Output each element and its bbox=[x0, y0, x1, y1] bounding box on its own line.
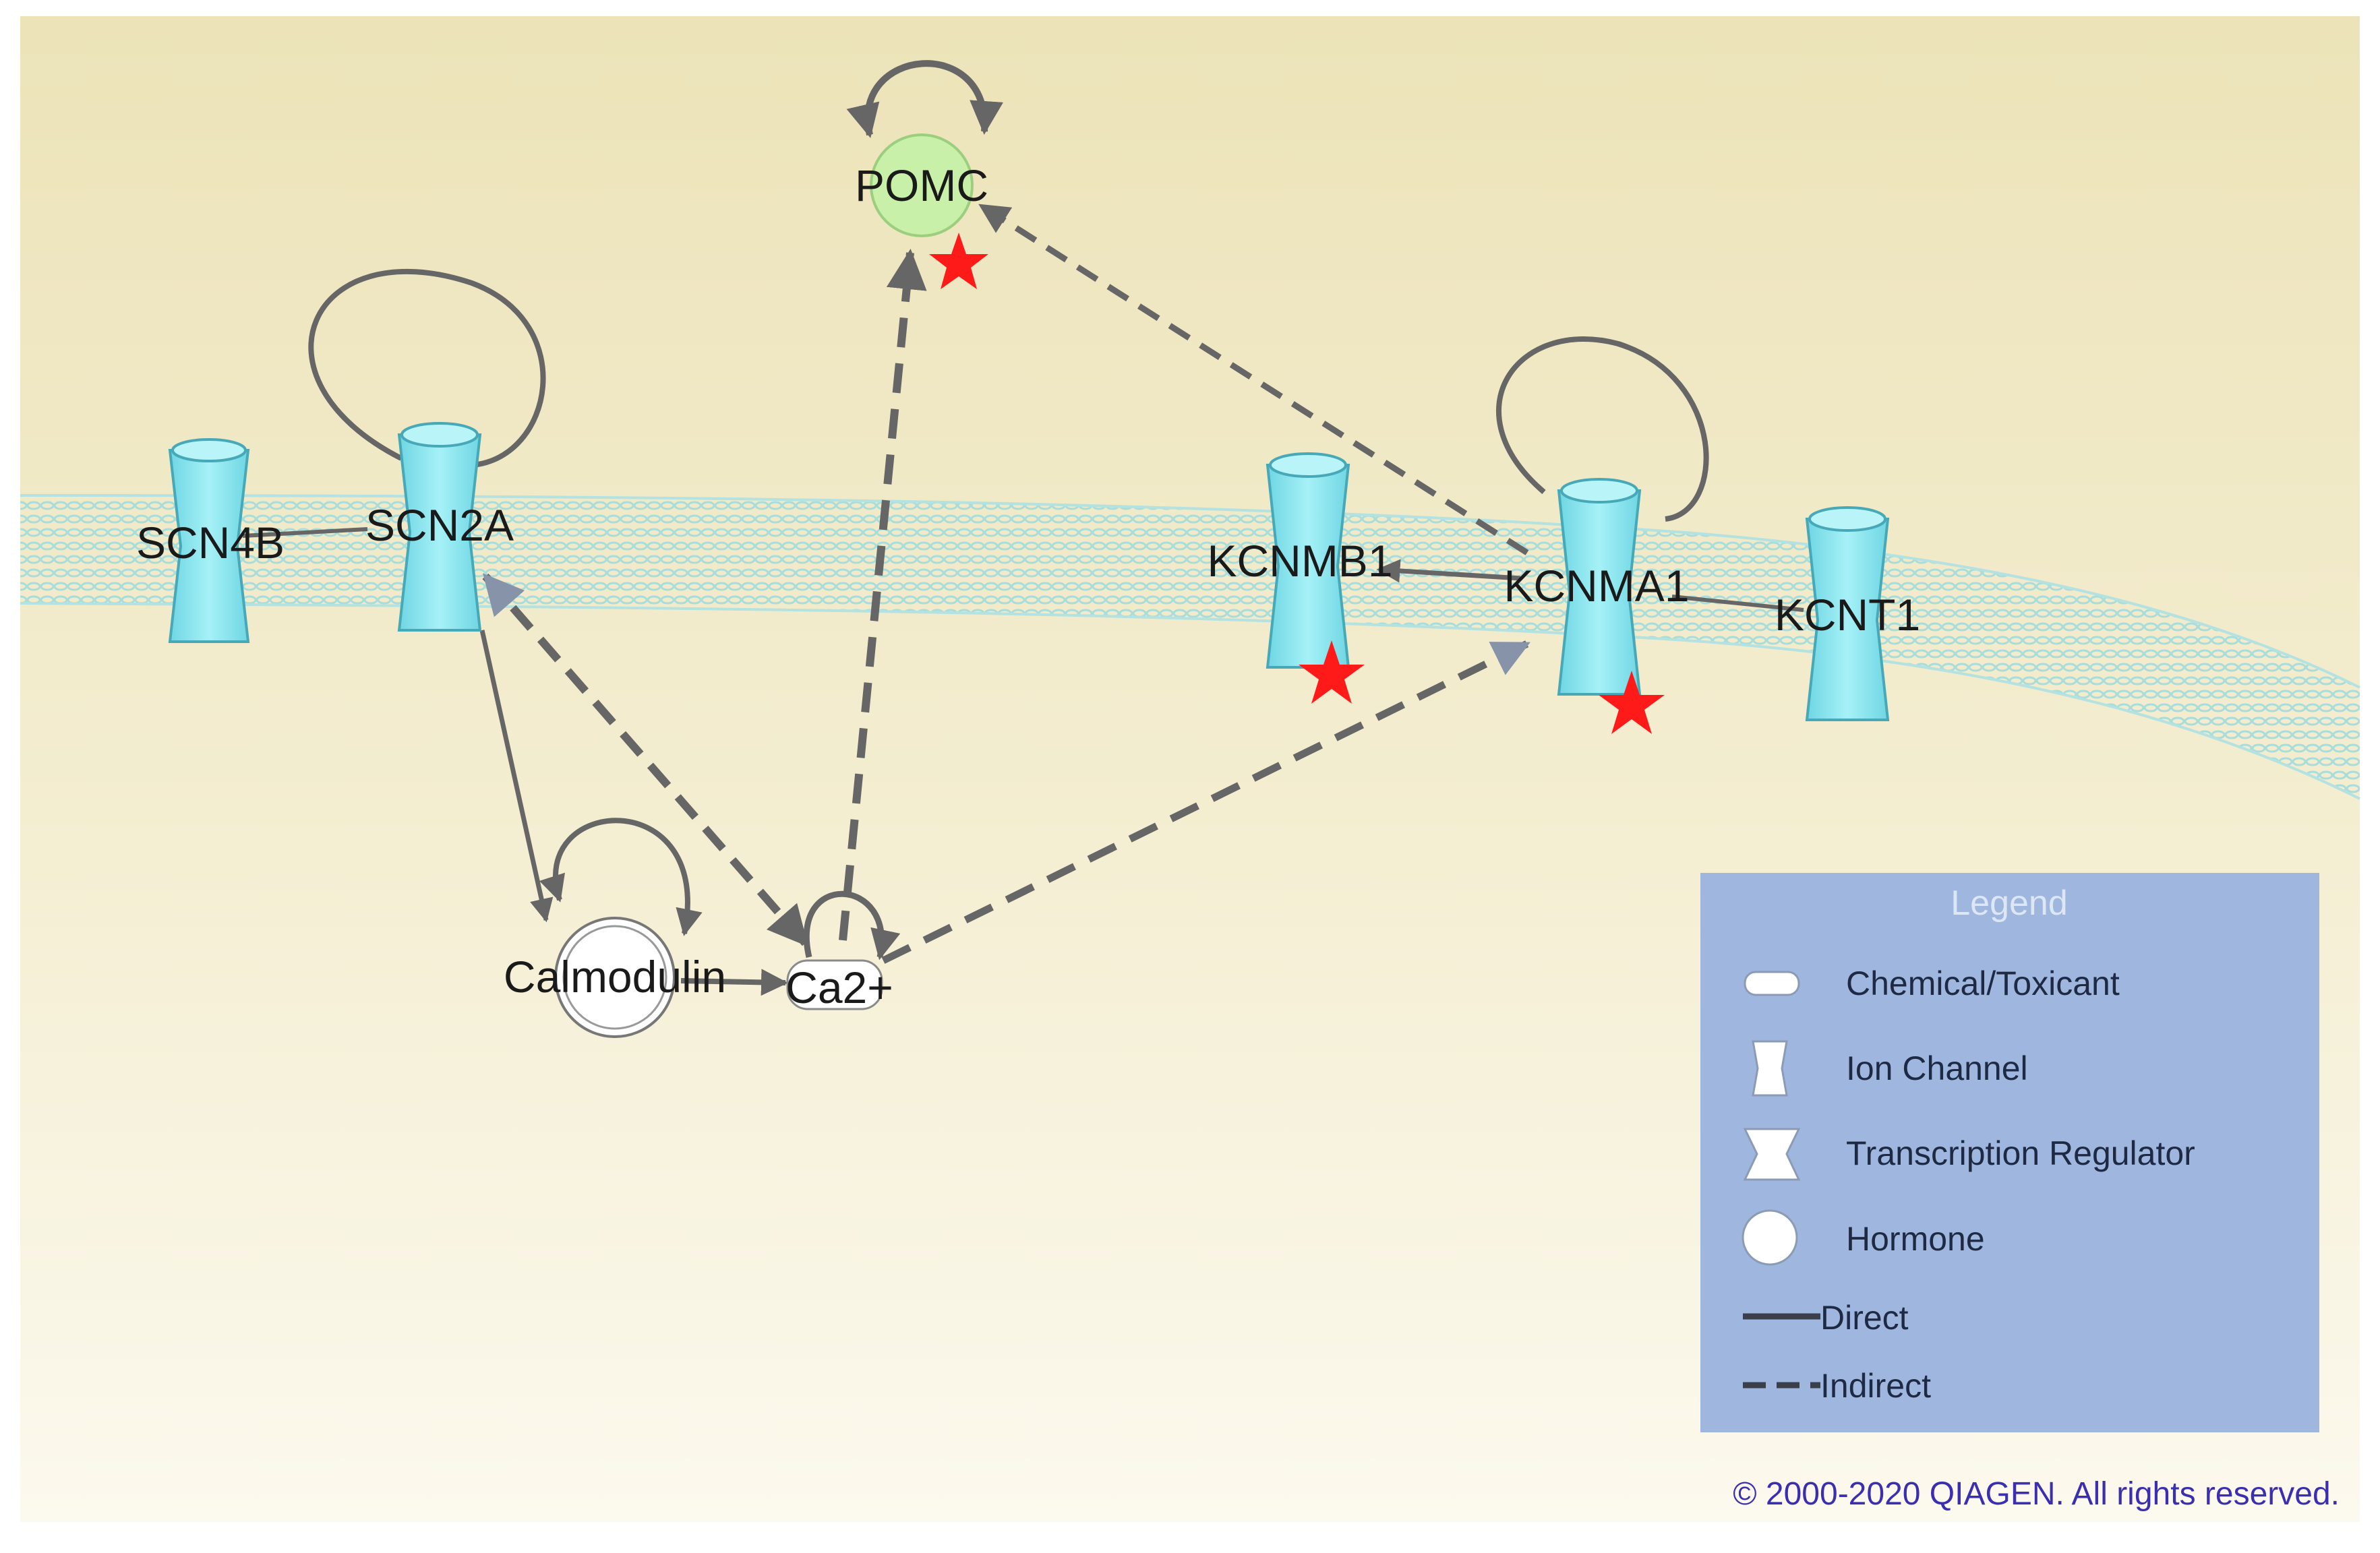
edge-scn2a-self bbox=[308, 268, 546, 468]
star-icon bbox=[929, 233, 988, 289]
node-scn4b[interactable]: SCN4B bbox=[136, 438, 285, 643]
edge-ca2-pomc bbox=[839, 249, 927, 941]
node-kcnmb1[interactable]: KCNMB1 bbox=[1207, 452, 1393, 704]
transcription-regulator-icon bbox=[1743, 1128, 1801, 1181]
legend-title: Legend bbox=[1951, 884, 2068, 923]
legend-label-indirect: Indirect bbox=[1820, 1367, 1931, 1405]
hormone-icon bbox=[1742, 1209, 1798, 1266]
hormone-icon bbox=[870, 133, 974, 237]
ion-channel-icon bbox=[168, 449, 250, 643]
legend-panel: Legend Chemical/Toxicant Ion Channel Tra… bbox=[1700, 873, 2319, 1432]
chemical-toxicant-icon bbox=[1744, 971, 1800, 996]
node-label-ca2: Ca2+ bbox=[785, 963, 893, 1012]
node-ca2[interactable]: Ca2+ bbox=[785, 959, 893, 1012]
node-label-scn2a: SCN2A bbox=[365, 500, 514, 550]
edge-ca2-kcnma1 bbox=[881, 640, 1530, 964]
edge-kcnma1-self bbox=[1496, 336, 1709, 522]
calmodulin-inner-ring bbox=[562, 925, 667, 1030]
node-label-kcnmb1: KCNMB1 bbox=[1207, 536, 1392, 586]
legend-label-direct: Direct bbox=[1820, 1299, 1909, 1337]
copyright-text: © 2000-2020 QIAGEN. All rights reserved. bbox=[1733, 1476, 2340, 1512]
edge-kcnma1-kcnmb1 bbox=[1376, 559, 1521, 583]
ion-channel-pore bbox=[1560, 478, 1638, 504]
legend-label-chemical: Chemical/Toxicant bbox=[1846, 965, 2120, 1002]
node-label-kcnma1: KCNMA1 bbox=[1504, 561, 1689, 611]
star-icon bbox=[1299, 640, 1365, 704]
edge-calmodulin-ca2 bbox=[680, 969, 788, 996]
node-label-kcnt1: KCNT1 bbox=[1775, 590, 1920, 640]
legend-label-hormone: Hormone bbox=[1846, 1220, 1985, 1258]
ion-channel-pore bbox=[1808, 506, 1886, 532]
star-icon bbox=[1599, 671, 1665, 734]
edges bbox=[242, 60, 1804, 996]
chemical-toxicant-icon bbox=[786, 959, 883, 1010]
node-kcnma1[interactable]: KCNMA1 bbox=[1504, 478, 1690, 734]
ion-channel-pore bbox=[171, 438, 247, 462]
node-pomc[interactable]: POMC bbox=[855, 133, 988, 289]
node-kcnt1[interactable]: KCNT1 bbox=[1775, 506, 1920, 721]
node-label-scn4b: SCN4B bbox=[136, 518, 285, 568]
ion-channel-icon bbox=[1805, 518, 1890, 721]
legend-label-transcription-regulator: Transcription Regulator bbox=[1846, 1134, 2195, 1172]
ion-channel-pore bbox=[400, 422, 479, 448]
edge-pomc-self bbox=[846, 60, 1003, 138]
edge-scn4b-scn2a bbox=[242, 527, 368, 538]
node-scn2a[interactable]: SCN2A bbox=[365, 422, 514, 632]
legend-background bbox=[1700, 873, 2319, 1432]
node-calmodulin[interactable]: Calmodulin bbox=[504, 917, 726, 1038]
node-label-pomc: POMC bbox=[855, 160, 988, 210]
ion-channel-icon bbox=[397, 433, 482, 632]
node-label-calmodulin: Calmodulin bbox=[504, 952, 726, 1002]
legend-label-ion-channel: Ion Channel bbox=[1846, 1049, 2028, 1087]
edge-kcnma1-kcnt1 bbox=[1671, 595, 1804, 612]
calmodulin-icon bbox=[554, 917, 676, 1038]
ion-channel-icon bbox=[1752, 1040, 1788, 1097]
ion-channel-pore bbox=[1269, 452, 1347, 478]
ion-channel-icon bbox=[1557, 489, 1642, 696]
